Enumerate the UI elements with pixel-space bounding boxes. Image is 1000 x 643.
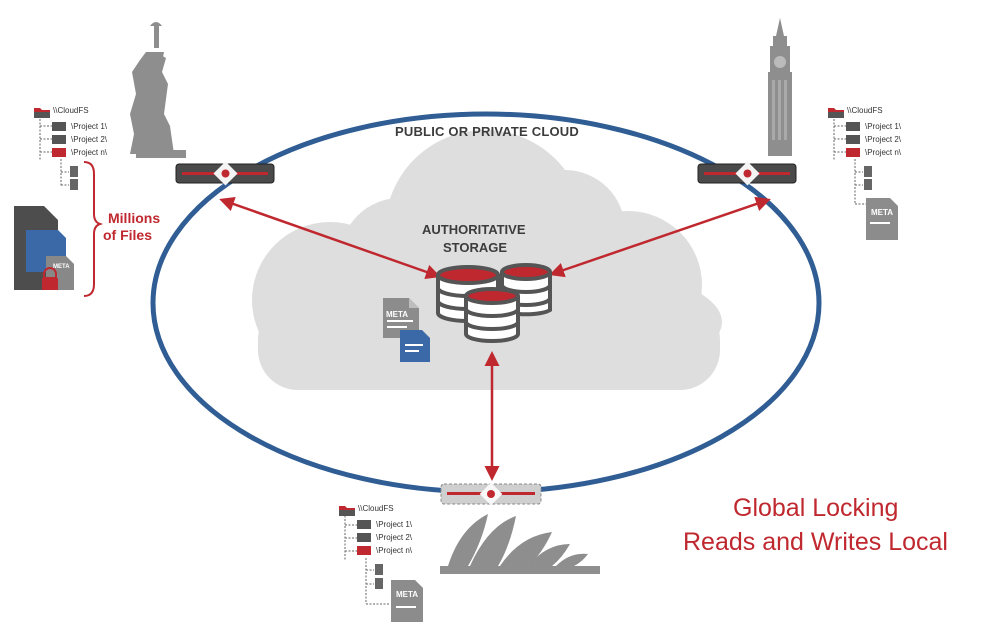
left-folder-1: \Project 1\	[71, 122, 108, 131]
millions-brace	[83, 161, 104, 297]
file-tree-left-icons	[34, 108, 78, 190]
bottom-folder-n: \Project n\	[376, 546, 413, 555]
file-tree-left	[39, 112, 69, 187]
storage-label-line2: STORAGE	[443, 240, 508, 255]
right-folder-2: \Project 2\	[865, 135, 902, 144]
millions-label-line1: Millions	[108, 210, 161, 226]
file-tree-bottom	[344, 512, 390, 605]
database-icon	[436, 263, 552, 343]
file-tree-right-icons	[828, 108, 898, 240]
caption-line1: Global Locking	[733, 494, 899, 522]
millions-label-line2: of Files	[103, 227, 153, 243]
right-folder-1: \Project 1\	[865, 122, 902, 131]
right-folder-n: \Project n\	[865, 148, 902, 157]
arrow-left-to-storage	[219, 196, 441, 280]
cloud-title: PUBLIC OR PRIVATE CLOUD	[395, 124, 579, 139]
metadata-document-icon	[383, 298, 419, 338]
center-meta-label: META	[386, 310, 409, 319]
storage-label-line1: AUTHORITATIVE	[422, 222, 526, 237]
file-tree-bottom-icons	[339, 506, 423, 622]
right-meta-label: META	[871, 208, 894, 217]
statue-of-liberty-icon	[130, 22, 186, 158]
gateway-appliance-bottom	[440, 482, 542, 506]
sydney-opera-house-icon	[440, 514, 600, 574]
left-root-label: \\CloudFS	[53, 106, 89, 115]
gateway-appliance-right	[697, 161, 797, 186]
bottom-meta-label: META	[396, 590, 419, 599]
big-ben-icon	[768, 18, 792, 156]
file-tree-right	[833, 112, 867, 205]
bottom-folder-2: \Project 2\	[376, 533, 413, 542]
bottom-folder-1: \Project 1\	[376, 520, 413, 529]
gateway-appliance-left	[175, 161, 275, 186]
cloud-shape	[252, 130, 722, 390]
bottom-root-label: \\CloudFS	[358, 504, 394, 513]
arrow-right-to-storage	[549, 196, 771, 278]
caption-line2: Reads and Writes Local	[683, 528, 948, 556]
blue-document-icon	[400, 330, 430, 362]
large-document-stack-icon	[14, 206, 74, 290]
left-folder-2: \Project 2\	[71, 135, 108, 144]
right-root-label: \\CloudFS	[847, 106, 883, 115]
left-meta-label: META	[53, 264, 70, 270]
left-folder-n: \Project n\	[71, 148, 108, 157]
